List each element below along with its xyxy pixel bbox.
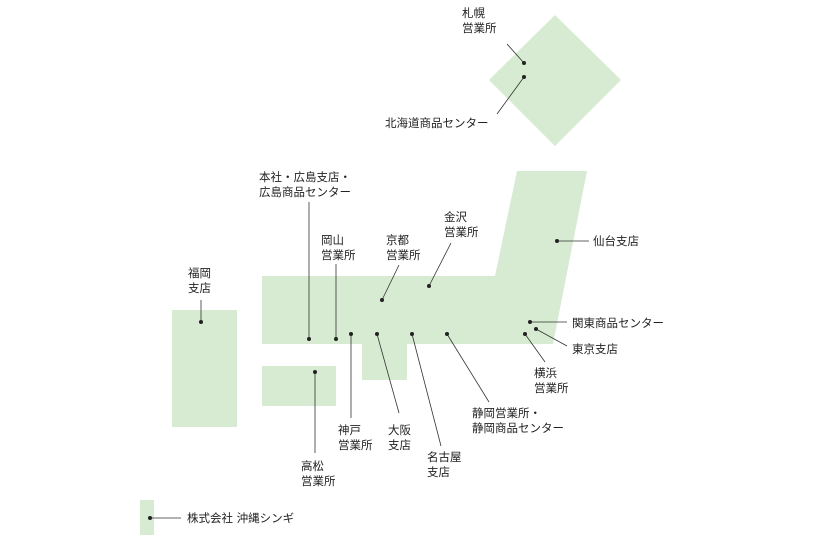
leader-line bbox=[496, 76, 525, 115]
location-dot bbox=[528, 320, 532, 324]
leader-line bbox=[535, 328, 568, 347]
label-okayama: 岡山 営業所 bbox=[321, 233, 356, 262]
location-dot bbox=[410, 332, 414, 336]
location-dot bbox=[555, 239, 559, 243]
shikoku-region bbox=[262, 366, 336, 406]
label-tokyo: 東京支店 bbox=[572, 342, 618, 356]
location-dot bbox=[349, 332, 353, 336]
label-hokkaido-center: 北海道商品センター bbox=[385, 116, 489, 130]
leader-line bbox=[446, 333, 490, 403]
label-kanazawa: 金沢 営業所 bbox=[444, 210, 479, 239]
label-shizuoka: 静岡営業所・ 静岡商品センター bbox=[472, 406, 564, 435]
hokkaido-region bbox=[489, 15, 621, 146]
leader-line bbox=[506, 43, 525, 64]
okinawa-region bbox=[140, 500, 154, 535]
location-dot bbox=[148, 516, 152, 520]
label-kanto-center: 関東商品センター bbox=[572, 316, 664, 330]
location-dot bbox=[522, 61, 526, 65]
label-sapporo: 札幌 営業所 bbox=[462, 6, 497, 35]
label-yokohama: 横浜 営業所 bbox=[534, 366, 569, 395]
location-dot bbox=[534, 327, 538, 331]
label-kobe: 神戸 営業所 bbox=[338, 423, 373, 452]
label-nagoya: 名古屋 支店 bbox=[427, 450, 462, 479]
label-okinawa: 株式会社 沖縄シンギ bbox=[187, 511, 295, 525]
location-dot bbox=[445, 332, 449, 336]
location-dot bbox=[523, 332, 527, 336]
honshu-region bbox=[262, 171, 587, 380]
label-fukuoka: 福岡 支店 bbox=[188, 266, 211, 295]
label-osaka: 大阪 支店 bbox=[388, 423, 411, 452]
leader-line bbox=[376, 333, 400, 414]
location-dot bbox=[313, 370, 317, 374]
location-dot bbox=[380, 298, 384, 302]
kyushu-region bbox=[172, 310, 237, 427]
location-dot bbox=[427, 284, 431, 288]
label-takamatsu: 高松 営業所 bbox=[301, 459, 336, 488]
leader-line bbox=[428, 242, 452, 287]
location-dot bbox=[307, 337, 311, 341]
leader-line bbox=[524, 333, 546, 363]
label-hiroshima-hq: 本社・広島支店・ 広島商品センター bbox=[259, 170, 351, 199]
location-dot bbox=[199, 320, 203, 324]
location-dot bbox=[522, 75, 526, 79]
location-dot bbox=[375, 332, 379, 336]
label-kyoto: 京都 営業所 bbox=[386, 233, 421, 262]
label-sendai: 仙台支店 bbox=[593, 234, 639, 248]
leader-line bbox=[381, 264, 400, 301]
location-dot bbox=[334, 337, 338, 341]
leader-line bbox=[411, 333, 442, 447]
